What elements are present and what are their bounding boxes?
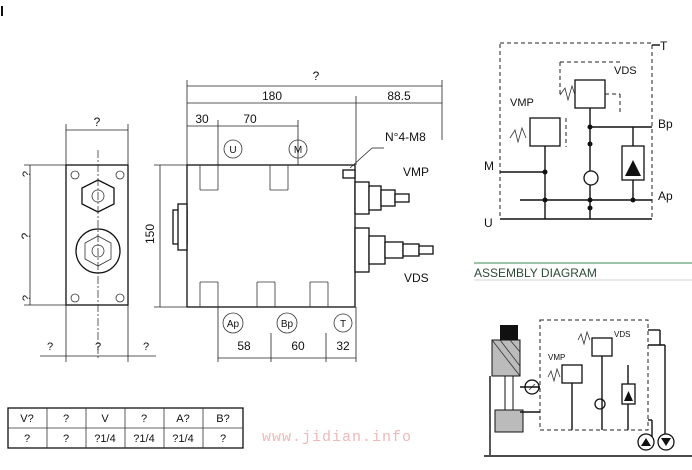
corner-mark [1, 6, 3, 16]
schem-check-valve [583, 170, 599, 186]
side-dim-top-left: ? [21, 171, 33, 177]
side-bottom-dim-1: ? [47, 341, 53, 353]
manifold-body [186, 164, 356, 308]
table-value-1: ? [24, 433, 30, 445]
port-bp-label: Bp [281, 319, 294, 330]
front-sub2-dim: 70 [243, 112, 257, 126]
side-height-label: ? [19, 232, 33, 239]
schem-port-m: M [484, 159, 494, 173]
vds-label: VDS [404, 271, 429, 285]
assembly-diagram: VDS VMP [484, 319, 692, 457]
port-ap-marker [222, 312, 244, 334]
schem-port-u: U [484, 216, 493, 230]
assembly-header-bar [474, 262, 692, 264]
front-bottom-dim-1: 58 [237, 339, 251, 353]
watermark: www.jidian.info [262, 429, 412, 446]
schem-port-bp: Bp [658, 117, 673, 131]
port-ap-label: Ap [227, 319, 240, 330]
front-view: ? 180 88.5 30 70 U M A [143, 69, 443, 362]
port-m-label: M [294, 145, 302, 156]
table-value-4: ?1/4 [133, 433, 154, 445]
front-bottom-dim-2: 60 [291, 339, 305, 353]
table-header-4: ? [141, 413, 147, 425]
table-header-5: A? [176, 413, 189, 425]
side-dim-bottom-left: ? [21, 295, 33, 301]
table-value-6: ? [220, 433, 226, 445]
front-total-dim: ? [313, 69, 320, 83]
schem-vmp-valve [529, 117, 561, 147]
hydraulic-schematic: T Bp M Ap U VDS VMP [484, 39, 673, 230]
schem-vds-valve [574, 79, 606, 109]
side-bottom-dim-3: ? [143, 341, 149, 353]
vmp-label: VMP [403, 165, 429, 179]
front-left-part-dim: 180 [262, 89, 282, 103]
table-value-3: ?1/4 [94, 433, 115, 445]
front-height-dim: 150 [143, 224, 157, 244]
dimension-table: V? ? V ? A? B? ? ? ?1/4 ?1/4 ?1/4 ? [7, 407, 244, 449]
thread-note: N°4-M8 [385, 130, 426, 144]
asm-vmp-label: VMP [548, 353, 565, 362]
schem-port-ap: Ap [658, 189, 673, 203]
side-width-label: ? [94, 115, 101, 129]
side-bottom-dim-2: ? [95, 341, 101, 353]
port-u-marker [223, 139, 243, 159]
port-m-marker [288, 139, 308, 159]
side-view: ? ? ? ? ? ? ? [19, 115, 156, 362]
schem-vmp-label: VMP [510, 97, 534, 109]
table-value-2: ? [63, 433, 69, 445]
asm-vds-valve [591, 337, 613, 357]
table-header-2: ? [63, 413, 69, 425]
front-bottom-dim-3: 32 [336, 339, 350, 353]
assembly-header: ASSEMBLY DIAGRAM [474, 262, 692, 281]
port-t-label: T [340, 319, 346, 330]
table-header-1: V? [20, 413, 33, 425]
front-right-part-dim: 88.5 [387, 89, 411, 103]
port-bp-marker [276, 312, 298, 334]
vds-cartridge [354, 227, 434, 273]
table-value-5: ?1/4 [172, 433, 193, 445]
schem-port-t: T [660, 39, 668, 53]
assembly-title: ASSEMBLY DIAGRAM [474, 266, 597, 280]
schem-vds-label: VDS [614, 65, 637, 77]
cylinder-base [494, 409, 524, 433]
front-sub1-dim: 30 [195, 112, 209, 126]
port-t-marker [333, 313, 353, 333]
asm-vmp-valve [561, 364, 583, 384]
table-header-3: V [101, 413, 109, 425]
vmp-cartridge [342, 169, 410, 215]
asm-vds-label: VDS [614, 330, 630, 339]
table-header-6: B? [216, 413, 229, 425]
port-u-label: U [229, 145, 236, 156]
